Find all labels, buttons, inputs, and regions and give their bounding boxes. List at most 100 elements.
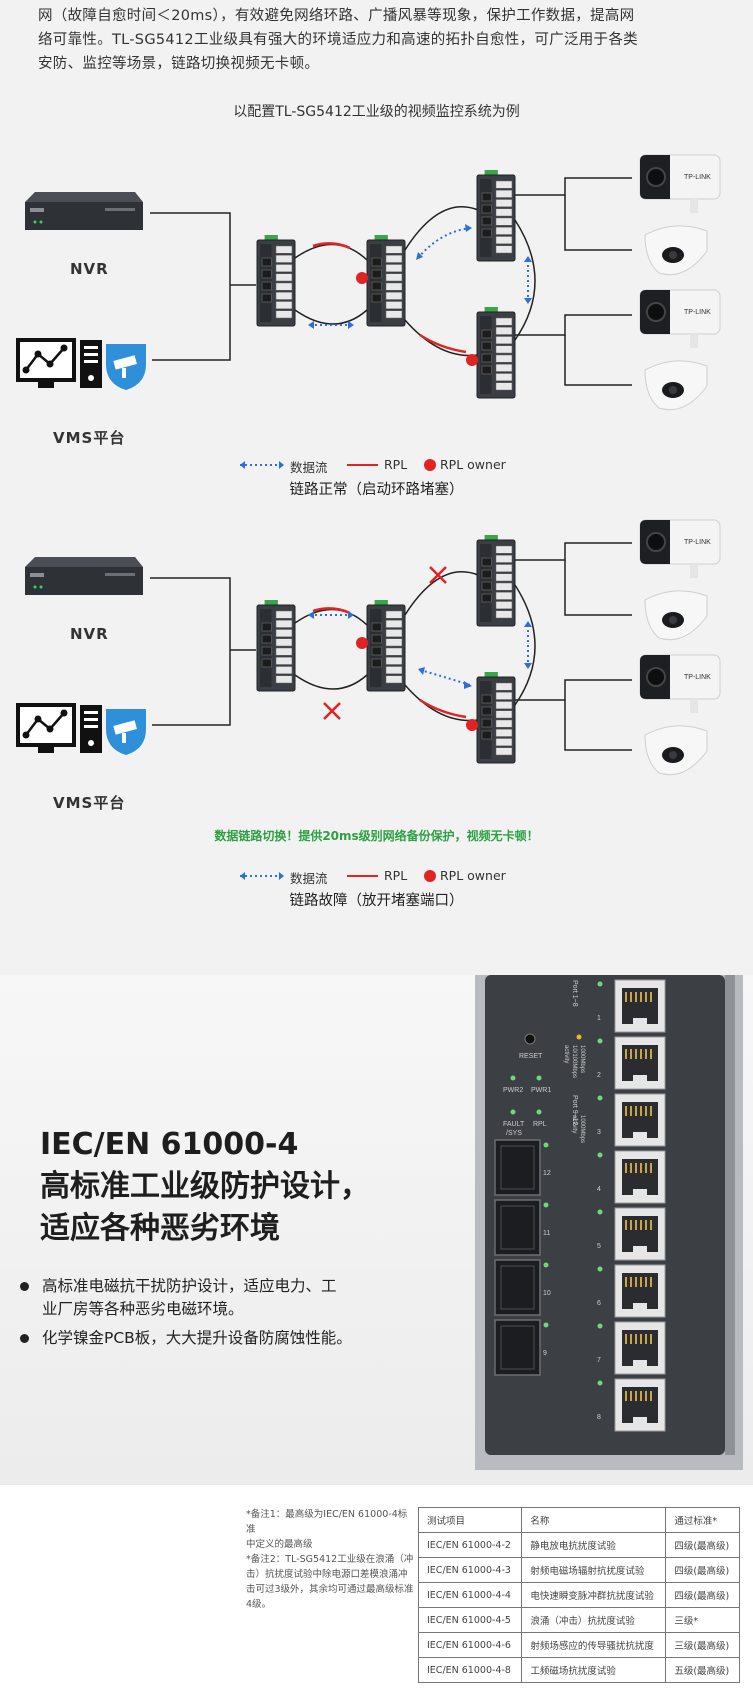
rj45-pin bbox=[645, 1163, 647, 1173]
rj45-port bbox=[275, 245, 293, 254]
legend-fault: 数据流 RPL RPL owner bbox=[0, 866, 753, 886]
cell-level: 三级(最高级) bbox=[665, 1632, 740, 1658]
sfp-number: 9 bbox=[543, 1350, 547, 1357]
legend-normal: 数据流 RPL RPL owner bbox=[0, 455, 753, 475]
ring-cable bbox=[404, 206, 479, 251]
sfp-port bbox=[261, 634, 272, 644]
nvr-front bbox=[25, 202, 143, 230]
sfp-port bbox=[481, 581, 492, 591]
sfp-port bbox=[481, 593, 492, 603]
sfp-port bbox=[371, 269, 382, 279]
failover-note: 数据链路切换！提供20ms级别网络备份保护，视频无卡顿！ bbox=[214, 829, 539, 843]
port-led bbox=[597, 1266, 603, 1272]
vms-workstation-icon bbox=[16, 338, 146, 390]
chart-point bbox=[22, 731, 30, 739]
pc-slot bbox=[84, 711, 98, 714]
pwr1-led bbox=[536, 1075, 542, 1081]
nvr-label: NVR bbox=[70, 260, 109, 278]
intro-paragraph: 网（故障自愈时间＜20ms），有效避免网络环路、广播风暴等现象，保护工作数据，提… bbox=[38, 4, 718, 76]
cell-name: 浪涌（冲击）抗扰度试验 bbox=[521, 1607, 667, 1633]
camera-lens bbox=[646, 167, 666, 187]
legend-rpl: RPL bbox=[384, 868, 408, 883]
sfp-port bbox=[481, 341, 492, 351]
bullet-dot-icon bbox=[20, 1334, 29, 1343]
rj45-pin bbox=[640, 1220, 642, 1230]
rj45-port bbox=[385, 301, 403, 309]
chart-point bbox=[34, 715, 42, 723]
port-number: 7 bbox=[597, 1357, 601, 1364]
rj45-port bbox=[495, 199, 513, 207]
din-rail-clip bbox=[264, 600, 278, 607]
nvr-front bbox=[25, 567, 143, 595]
rj45-port bbox=[385, 264, 403, 272]
rj45-notch bbox=[633, 1075, 647, 1081]
cell-test-item: IEC/EN 61000-4-2 bbox=[417, 1532, 523, 1558]
rj45-pin bbox=[645, 1277, 647, 1287]
diagram-fault-title: 链路故障（放开堵塞端口） bbox=[289, 893, 464, 909]
rj45-pin bbox=[650, 1049, 652, 1059]
rpl-led bbox=[536, 1109, 542, 1115]
cell-test-item: IEC/EN 61000-4-8 bbox=[417, 1657, 523, 1683]
nvr-logo bbox=[30, 208, 44, 212]
camera-glyph-icon bbox=[113, 355, 137, 370]
dome-camera-icon bbox=[644, 590, 708, 641]
sfp-port bbox=[371, 293, 382, 303]
rj45-port bbox=[495, 582, 513, 591]
activity-label: activity bbox=[563, 1045, 569, 1063]
rj45-pin bbox=[635, 1049, 637, 1059]
rj45-port bbox=[495, 373, 513, 381]
nvr-recorder-icon bbox=[25, 557, 143, 595]
rj45-pin bbox=[630, 1049, 632, 1059]
rj45-port bbox=[385, 657, 403, 665]
hero-title-line2: 高标准工业级防护设计， bbox=[40, 1169, 370, 1204]
din-rail-clip bbox=[264, 235, 278, 242]
camera-cable bbox=[515, 679, 632, 701]
rj45-pin bbox=[640, 992, 642, 1002]
rj45-port bbox=[495, 573, 513, 582]
sfp-port-inner bbox=[500, 1265, 535, 1310]
legend-rpl-owner: RPL owner bbox=[440, 868, 506, 883]
arrow-left-icon bbox=[308, 611, 314, 619]
cell-level: 四级(最高级) bbox=[665, 1582, 740, 1608]
sfp-port bbox=[261, 658, 272, 668]
rj45-pin bbox=[630, 992, 632, 1002]
cell-test-item: IEC/EN 61000-4-4 bbox=[417, 1582, 523, 1608]
camera-cable bbox=[515, 542, 632, 561]
camera-lens bbox=[646, 532, 666, 552]
dome-camera-icon bbox=[644, 725, 708, 776]
cell-level: 四级(最高级) bbox=[665, 1557, 740, 1583]
feature-bullet: 高标准电磁抗干扰防护设计，适应电力、工 业厂房等各种恶劣电磁环境。 bbox=[20, 1275, 420, 1321]
cell-test-item: IEC/EN 61000-4-6 bbox=[417, 1632, 523, 1658]
port-led bbox=[597, 1152, 603, 1158]
nvr-led bbox=[39, 220, 43, 224]
speed-led bbox=[576, 1034, 582, 1040]
remark-line: *备注1：最高级为IEC/EN 61000-4标准 bbox=[246, 1509, 408, 1535]
ring-cable bbox=[514, 584, 536, 706]
rj45-port bbox=[495, 180, 513, 189]
dataflow-arrow bbox=[417, 227, 471, 259]
arrow-right-icon bbox=[348, 611, 354, 619]
pc-slot bbox=[84, 353, 98, 356]
diagram-caption: 以配置TL-SG5412工业级的视频监控系统为例 bbox=[233, 104, 520, 120]
bullet-text: 业厂房等各种恶劣电磁环境。 bbox=[42, 1300, 244, 1318]
nvr-model-plate bbox=[105, 573, 135, 576]
sfp-port bbox=[371, 646, 382, 656]
industrial-switch-icon bbox=[476, 672, 516, 764]
rj45-port bbox=[495, 555, 513, 563]
rj45-pin bbox=[640, 1277, 642, 1287]
network-intro-section: 网（故障自愈时间＜20ms），有效避免网络环路、广播风暴等现象，保护工作数据，提… bbox=[0, 0, 753, 975]
sfp-port bbox=[371, 622, 382, 632]
arrow-down-icon bbox=[524, 663, 532, 669]
rj45-port bbox=[275, 282, 293, 291]
rj45-port bbox=[495, 190, 513, 198]
nvr-top bbox=[25, 192, 143, 202]
cell-name: 工频磁场抗扰度试验 bbox=[521, 1657, 667, 1683]
sfp-led bbox=[543, 1262, 549, 1268]
feature-bullet: 化学镍金PCB板，大大提升设备防腐蚀性能。 bbox=[20, 1327, 420, 1350]
arrow-left-icon bbox=[240, 461, 245, 469]
rj45-pin bbox=[635, 1220, 637, 1230]
dome-camera-icon bbox=[644, 360, 708, 411]
arrow-left-icon bbox=[416, 252, 423, 260]
